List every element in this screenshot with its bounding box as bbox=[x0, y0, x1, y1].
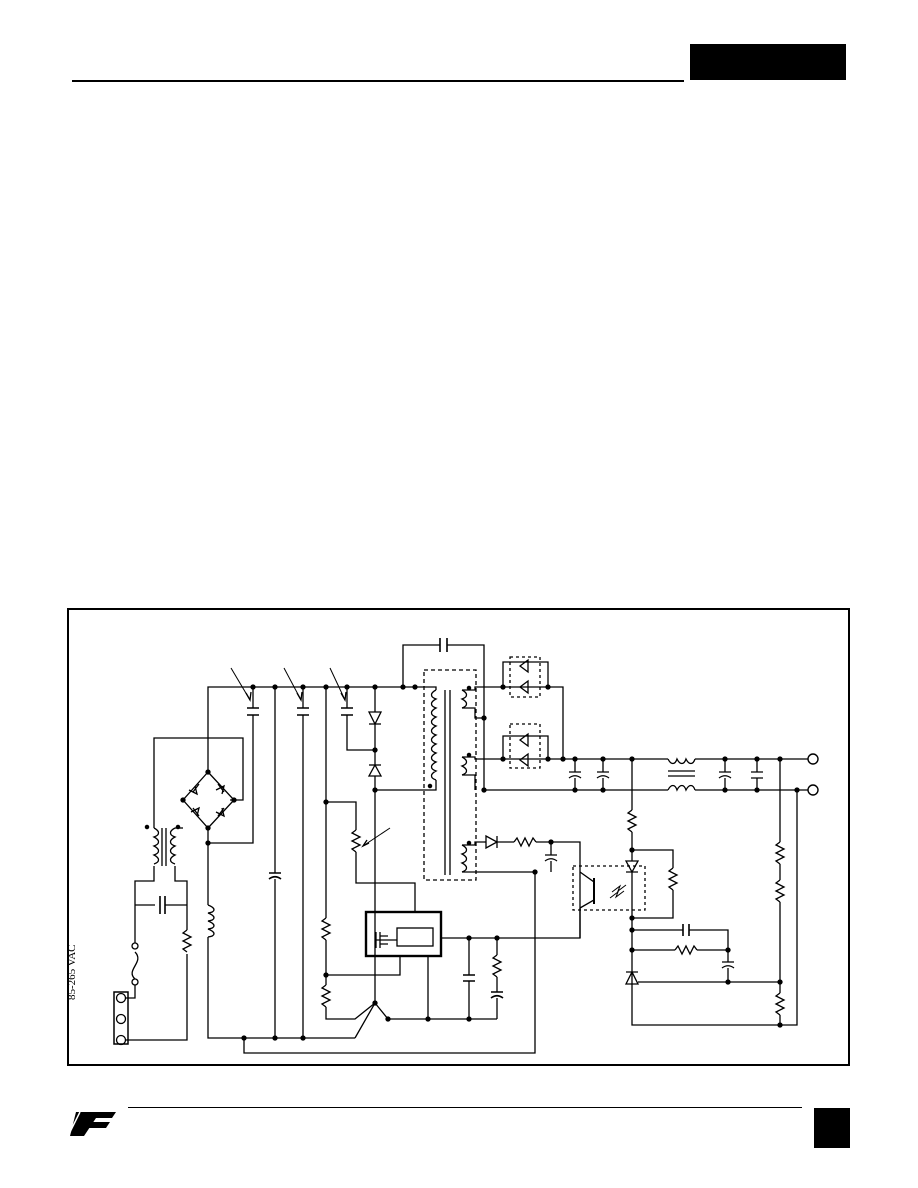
optocoupler bbox=[572, 759, 798, 1026]
header-product-tab bbox=[690, 44, 846, 80]
header-rule bbox=[72, 80, 684, 82]
input-filter-wiring bbox=[125, 866, 193, 1041]
footer-rule bbox=[128, 1107, 802, 1108]
return-bus bbox=[243, 871, 536, 1054]
secondary-reference bbox=[624, 759, 786, 1028]
output-common-mode-choke bbox=[667, 757, 696, 765]
output-filter bbox=[484, 753, 819, 796]
hv-bus bbox=[207, 667, 420, 1041]
common-mode-choke bbox=[144, 737, 244, 866]
output-rectifier-pack-2 bbox=[500, 723, 551, 769]
fuse-symbol bbox=[131, 951, 139, 980]
controller-ic bbox=[364, 910, 443, 958]
page-number-tab bbox=[814, 1108, 850, 1148]
bleed-resistor bbox=[181, 929, 193, 953]
flyback-transformer bbox=[420, 669, 535, 881]
clamp-network bbox=[367, 638, 485, 1003]
input-inductor bbox=[207, 904, 215, 938]
schematic-figure-frame bbox=[67, 608, 850, 1066]
company-logo-icon bbox=[67, 1111, 116, 1137]
sense-resistors bbox=[320, 687, 416, 1020]
input-voltage-label: 85-265 VAC bbox=[66, 944, 78, 1000]
bias-winding-rectifier bbox=[484, 834, 581, 875]
power-supply-schematic bbox=[113, 638, 819, 1054]
ac-input-connector bbox=[113, 991, 129, 1046]
compensation-network bbox=[441, 872, 581, 1019]
output-rectifier-pack-1 bbox=[500, 656, 564, 759]
